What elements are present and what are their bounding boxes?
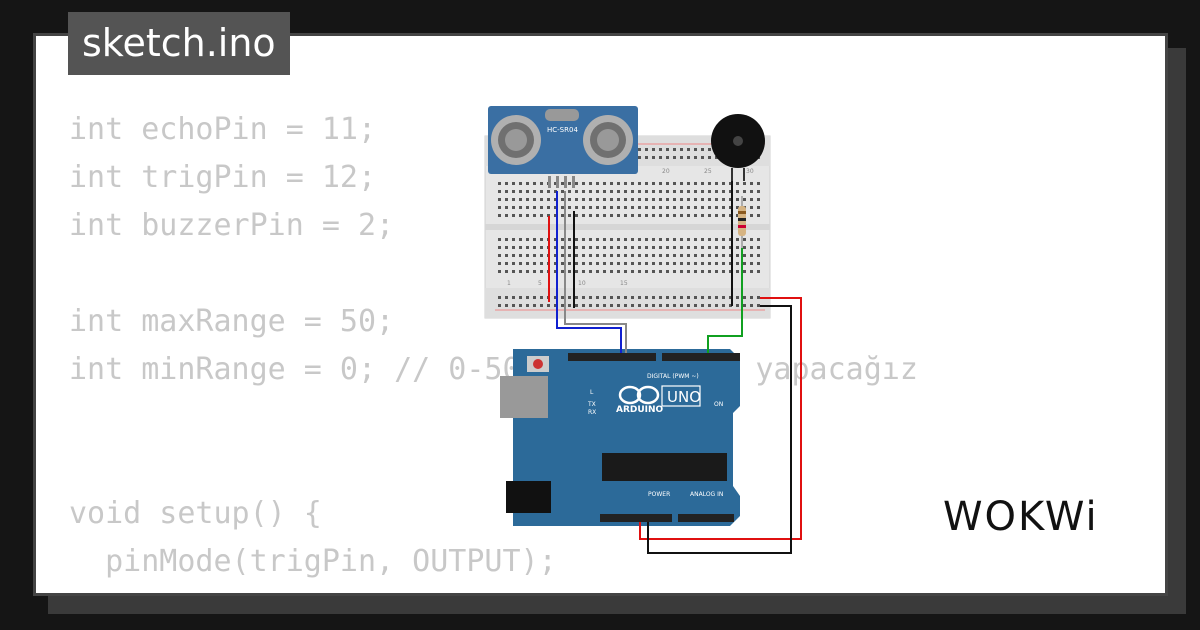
- board-brand: ARDUINO: [616, 405, 664, 415]
- on-label: ON: [714, 401, 723, 408]
- ultrasonic-sensor[interactable]: HC-SR04: [488, 106, 638, 188]
- code-line: int echoPin = 11;: [69, 112, 377, 147]
- bb-number: 1: [507, 280, 511, 287]
- tx-label: TX: [587, 401, 596, 408]
- code-line: pinMode(trigPin, OUTPUT);: [69, 544, 557, 579]
- bb-number: 5: [538, 280, 542, 287]
- analog-label: ANALOG IN: [690, 491, 723, 498]
- board-model: UNO: [667, 388, 701, 406]
- sensor-label: HC-SR04: [547, 126, 578, 134]
- digital-label: DIGITAL (PWM ~): [647, 373, 699, 380]
- arduino-uno[interactable]: DIGITAL (PWM ~) ARDUINO UNO L TX RX ON P…: [500, 349, 740, 526]
- circuit-diagram: 1 5 10 15 20 25 30 HC-SR04: [484, 106, 802, 554]
- wires: [548, 181, 802, 554]
- buzzer[interactable]: [711, 114, 765, 181]
- bb-number: 25: [704, 168, 712, 175]
- power-label: POWER: [648, 491, 670, 498]
- arduino-logo-icon: [618, 385, 660, 405]
- code-line: void setup() {: [69, 496, 322, 531]
- bb-number: 30: [746, 168, 754, 175]
- bb-number: 10: [578, 280, 586, 287]
- code-line: int maxRange = 50;: [69, 304, 395, 339]
- code-line: int buzzerPin = 2;: [69, 208, 395, 243]
- bb-number: 15: [620, 280, 628, 287]
- l-label: L: [590, 389, 594, 396]
- project-title: sketch.ino: [68, 12, 290, 75]
- wokwi-logo: WOKWi: [943, 494, 1099, 540]
- code-line: pinMode(echoPin, INPUT);: [69, 586, 918, 593]
- wokwi-logo-text: WOKWi: [943, 494, 1099, 540]
- code-line: int trigPin = 12;: [69, 160, 377, 195]
- resistor[interactable]: [738, 196, 746, 248]
- bb-number: 20: [662, 168, 670, 175]
- code-background: int echoPin = 11; int trigPin = 12; int bu…: [69, 106, 918, 593]
- rx-label: RX: [588, 409, 596, 416]
